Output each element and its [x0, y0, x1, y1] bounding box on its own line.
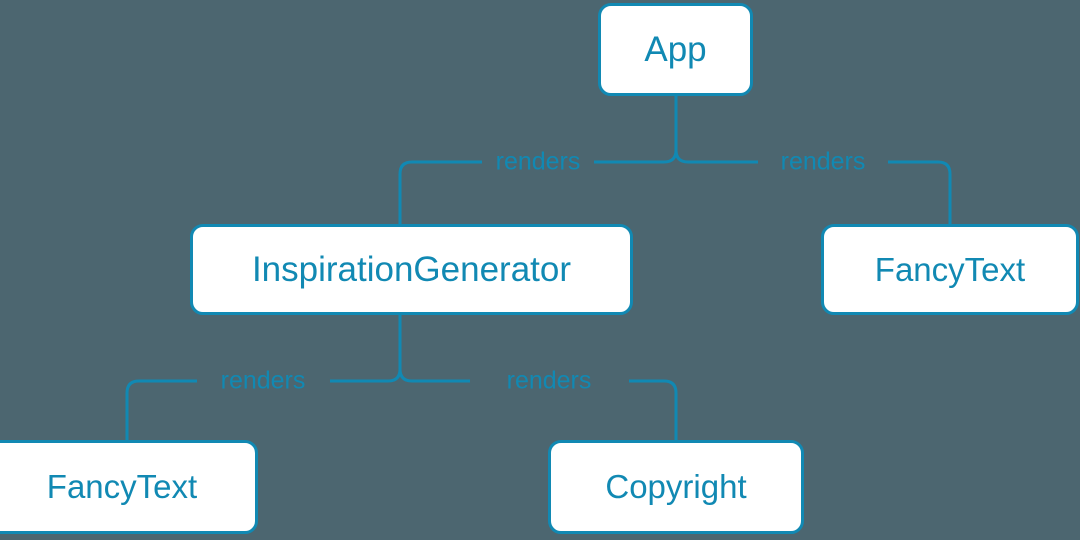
edge-app-to-inspiration-left-run [398, 160, 482, 224]
edge-inspiration-to-copyright-right-run [629, 379, 678, 440]
node-copyright-label: Copyright [605, 468, 747, 505]
node-fancytext-bottom-label: FancyText [46, 468, 198, 505]
edge-app-to-fancytext-right-run [888, 160, 952, 224]
node-fancytext-bottom[interactable]: FancyText [0, 440, 258, 534]
node-app-label: App [644, 29, 707, 69]
node-copyright[interactable]: Copyright [548, 440, 804, 534]
node-fancytext-right[interactable]: FancyText [821, 224, 1079, 315]
edge-inspiration-trunk-left [387, 315, 402, 383]
node-app[interactable]: App [598, 3, 753, 96]
edge-inspiration-trunk-right [398, 315, 413, 383]
edge-label-app-to-inspiration-generator: renders [495, 147, 581, 176]
node-fancytext-right-label: FancyText [874, 250, 1026, 288]
edge-app-trunk-right [674, 96, 689, 164]
edge-app-trunk [663, 96, 678, 164]
node-inspiration-generator-label: InspirationGenerator [251, 249, 572, 289]
edge-label-app-to-fancytext: renders [780, 147, 866, 176]
edge-label-inspiration-generator-to-copyright: renders [506, 366, 592, 395]
node-inspiration-generator[interactable]: InspirationGenerator [190, 224, 633, 315]
edge-label-inspiration-generator-to-fancytext: renders [220, 366, 306, 395]
edge-inspiration-to-fancytext-left-run [125, 379, 197, 440]
